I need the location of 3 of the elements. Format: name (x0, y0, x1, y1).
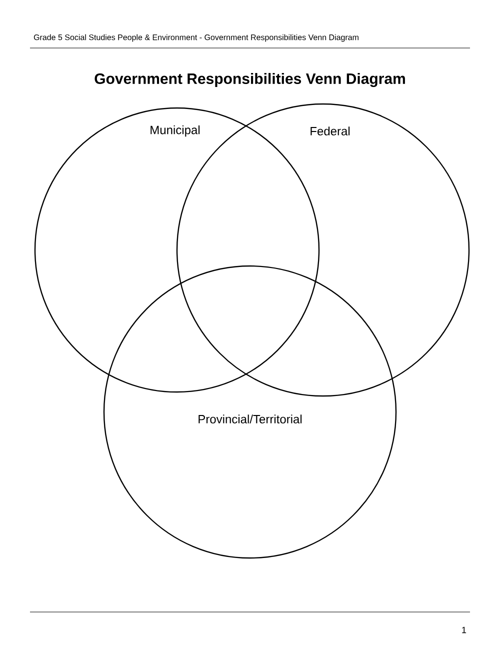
header-text: Grade 5 Social Studies People & Environment - Government Responsibilities Venn Diagram (34, 34, 358, 42)
title: Government Responsibilities Venn Diagram (94, 72, 405, 88)
page-number: 1 (462, 626, 466, 634)
